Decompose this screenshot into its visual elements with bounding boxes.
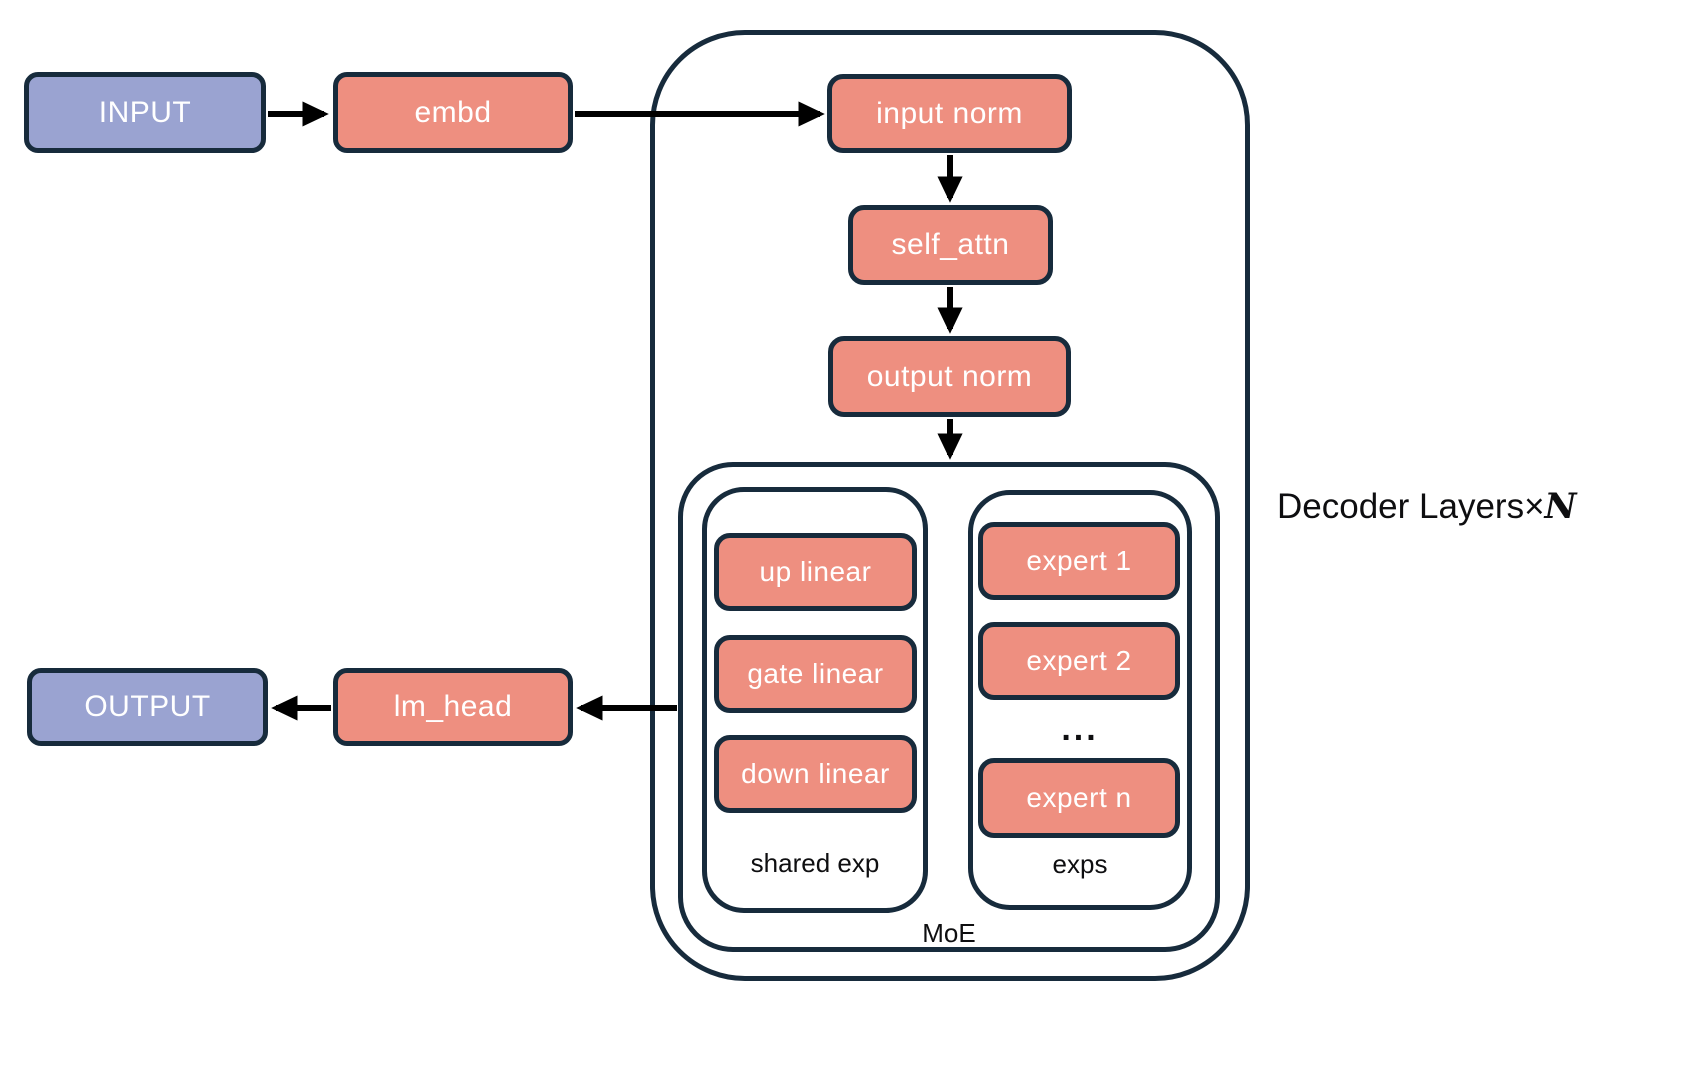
exps-label: exps [1052, 848, 1108, 879]
expert-n-node: expert n [978, 758, 1180, 838]
moe-label: MoE [922, 917, 976, 948]
times-symbol: × [1524, 487, 1545, 526]
input-norm-node: input norm [827, 74, 1072, 153]
experts-container [968, 490, 1192, 910]
moe-container [678, 462, 1220, 952]
embd-node: embd [333, 72, 573, 153]
experts-ellipsis: ... [1061, 709, 1099, 748]
self-attn-node: self_attn [848, 205, 1053, 285]
decoder-layers-caption: Decoder Layers×N [1277, 486, 1577, 527]
expert-2-node: expert 2 [978, 622, 1180, 700]
input-node: INPUT [24, 72, 266, 153]
n-variable: N [1544, 486, 1577, 527]
up-linear-node: up linear [714, 533, 917, 611]
expert-1-node: expert 1 [978, 522, 1180, 600]
decoder-layers-text: Decoder Layers [1277, 487, 1525, 526]
gate-linear-node: gate linear [714, 635, 917, 713]
shared-exp-label: shared exp [750, 847, 880, 878]
decoder-layers-container [650, 30, 1250, 981]
lm-head-node: lm_head [333, 668, 573, 746]
output-norm-node: output norm [828, 336, 1071, 417]
output-node: OUTPUT [27, 668, 268, 746]
down-linear-node: down linear [714, 735, 917, 813]
shared-expert-container [702, 487, 928, 913]
